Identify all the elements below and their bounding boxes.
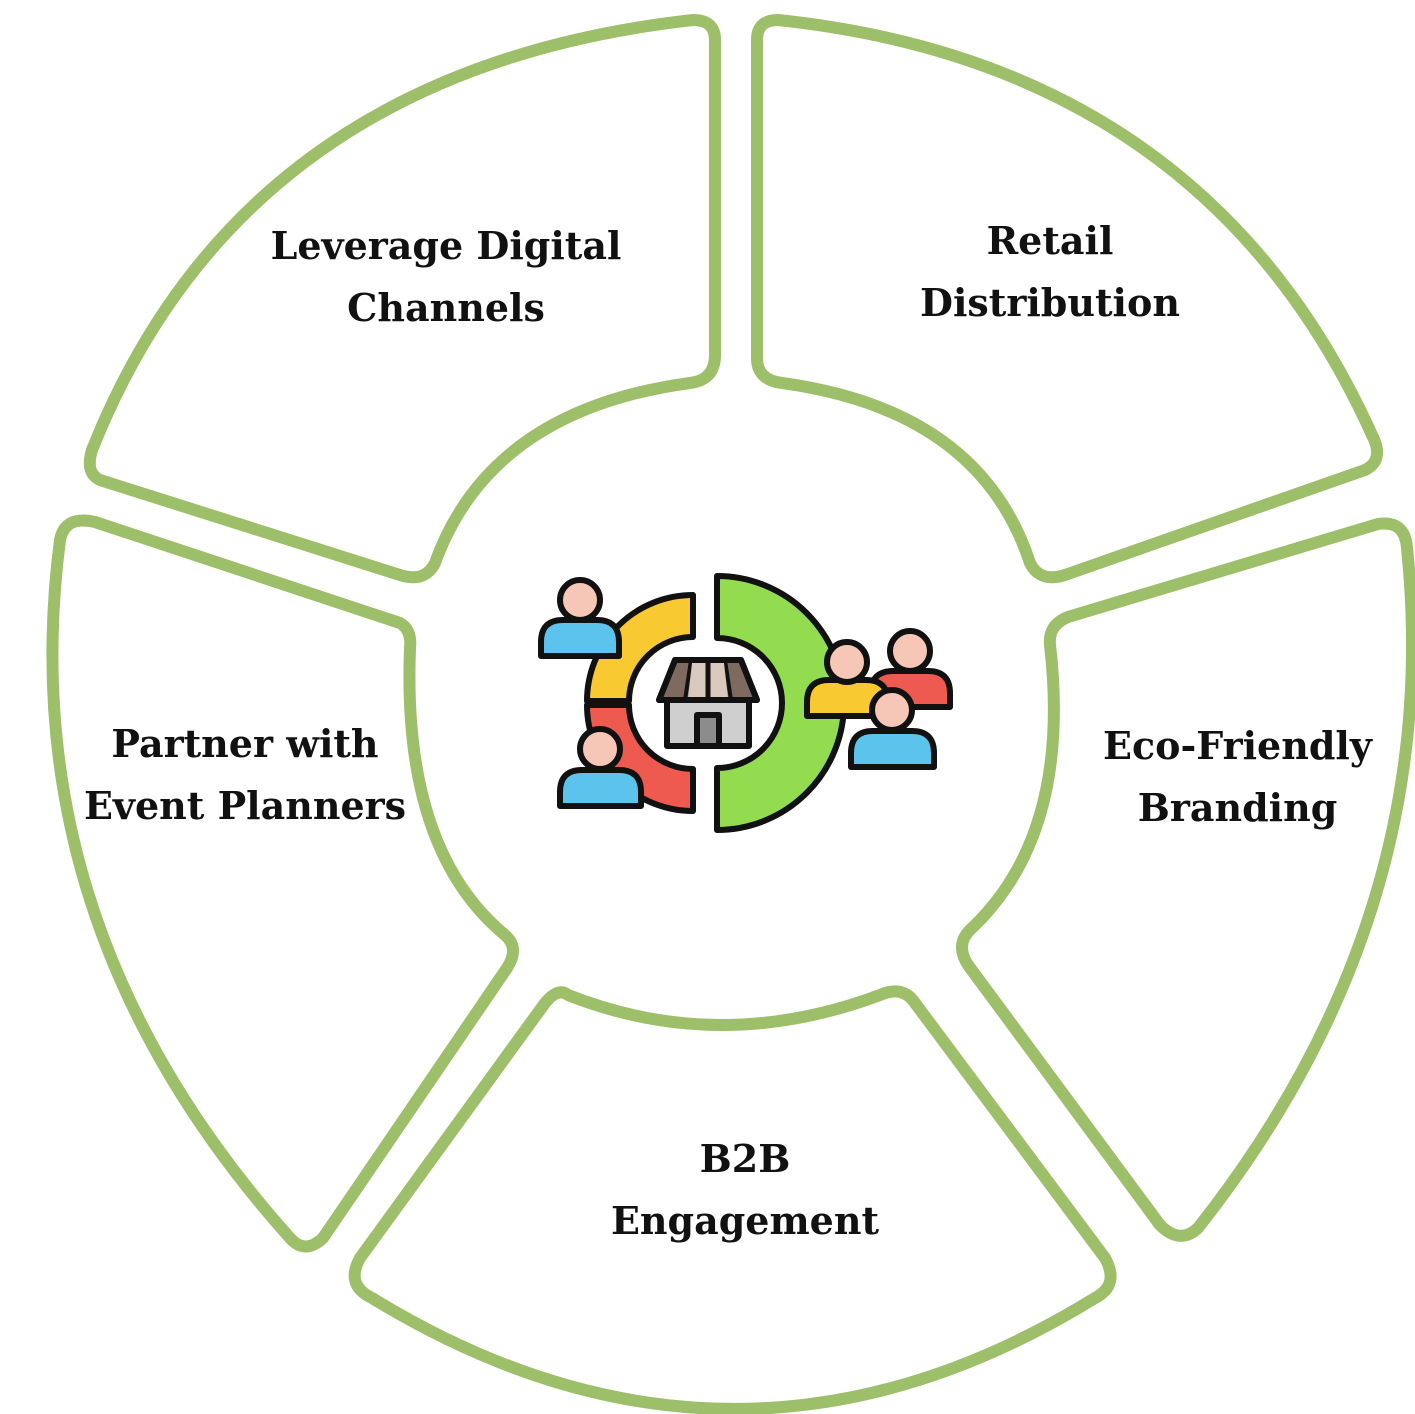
label-line: Engagement bbox=[610, 1198, 880, 1243]
segment-label-leverage-digital-channels: Leverage Digital Channels bbox=[236, 215, 656, 339]
customer-yellow-icon bbox=[804, 639, 891, 719]
store-icon bbox=[656, 657, 760, 749]
label-line: B2B bbox=[699, 1136, 791, 1181]
label-line: Channels bbox=[347, 285, 545, 330]
segment-top-left bbox=[83, 14, 721, 584]
segment-bottom bbox=[348, 985, 1117, 1414]
label-line: Event Planners bbox=[83, 783, 407, 828]
label-line: Distribution bbox=[920, 280, 1180, 325]
segment-label-partner-with-event-planners: Partner with Event Planners bbox=[50, 713, 440, 837]
yellow-arc bbox=[584, 592, 696, 704]
label-line: Retail bbox=[986, 218, 1114, 263]
segment-top-right bbox=[751, 14, 1384, 584]
label-line: Leverage Digital bbox=[270, 223, 622, 268]
green-arc bbox=[714, 573, 847, 833]
label-line: Branding bbox=[1137, 785, 1338, 830]
segment-label-b2b-engagement: B2B Engagement bbox=[570, 1128, 920, 1252]
segment-right bbox=[956, 517, 1415, 1242]
segment-left bbox=[46, 514, 519, 1253]
segment-label-eco-friendly-branding: Eco-Friendly Branding bbox=[1070, 715, 1405, 839]
customer-bottom-left-icon bbox=[557, 726, 644, 809]
customer-blue-icon bbox=[848, 687, 937, 770]
label-line: Partner with bbox=[111, 721, 379, 766]
label-line: Eco-Friendly bbox=[1103, 723, 1372, 768]
customer-top-left-icon bbox=[538, 577, 622, 659]
segment-label-retail-distribution: Retail Distribution bbox=[860, 210, 1240, 334]
store-with-customers-icon bbox=[538, 573, 953, 833]
